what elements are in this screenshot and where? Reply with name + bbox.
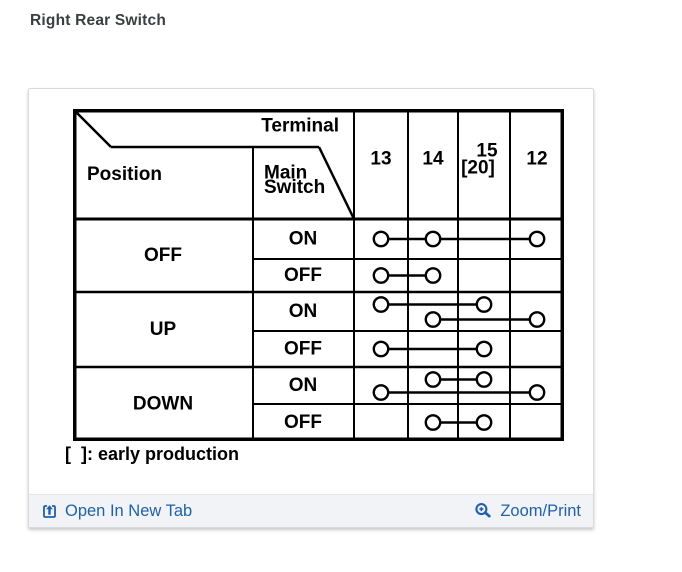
contact-circle — [475, 371, 493, 388]
position-label: DOWN — [133, 394, 193, 415]
main-switch-header-label: Switch — [264, 177, 325, 198]
contact-circle — [424, 230, 442, 248]
main-switch-state-label: ON — [289, 375, 318, 396]
main-switch-state-label: ON — [289, 229, 318, 250]
open-in-new-tab-icon — [41, 503, 58, 520]
main-switch-state-label: OFF — [284, 412, 322, 433]
contact-circle — [475, 340, 493, 358]
contact-circle — [372, 267, 390, 284]
early-production-footnote: [ ]: early production — [65, 444, 240, 464]
main-switch-header-label: Main — [264, 163, 307, 184]
contact-circle — [424, 371, 442, 388]
main-switch-state-label: ON — [289, 301, 318, 322]
position-label: UP — [150, 319, 177, 340]
open-in-new-tab-label: Open In New Tab — [65, 501, 193, 520]
terminal-label: 14 — [422, 149, 444, 170]
header-diagonal — [317, 146, 356, 220]
position-header-label: Position — [87, 164, 162, 185]
page-title: Right Rear Switch — [30, 12, 167, 29]
position-label: OFF — [144, 245, 182, 266]
terminal-header-label: Terminal — [261, 116, 339, 137]
contact-circle — [528, 384, 546, 401]
contact-circle — [528, 311, 546, 328]
terminal-label: 12 — [526, 149, 547, 170]
contact-circle — [372, 340, 390, 358]
open-in-new-tab-link[interactable]: Open In New Tab — [41, 502, 192, 521]
contact-circle — [372, 230, 390, 248]
terminal-label: 15 — [476, 141, 498, 162]
table-outer-border — [73, 109, 564, 441]
terminal-sublabel: [20] — [461, 158, 495, 179]
contact-circle — [475, 414, 493, 431]
main-switch-state-label: OFF — [284, 339, 322, 360]
contact-circle — [372, 296, 390, 313]
footer-bar: Open In New Tab Zoom/Print — [29, 494, 593, 527]
zoom-magnifier-plus-icon — [474, 502, 493, 521]
contact-circle — [424, 311, 442, 328]
zoom-print-label: Zoom/Print — [500, 501, 581, 520]
main-switch-state-label: OFF — [284, 265, 322, 286]
contact-circle — [424, 267, 442, 284]
contact-circle — [372, 384, 390, 401]
terminal-label: 13 — [370, 149, 391, 170]
contact-circle — [424, 414, 442, 431]
contact-circle — [475, 296, 493, 313]
contact-circle — [528, 230, 546, 248]
header-diagonal — [72, 108, 112, 148]
zoom-print-link[interactable]: Zoom/Print — [474, 502, 581, 521]
